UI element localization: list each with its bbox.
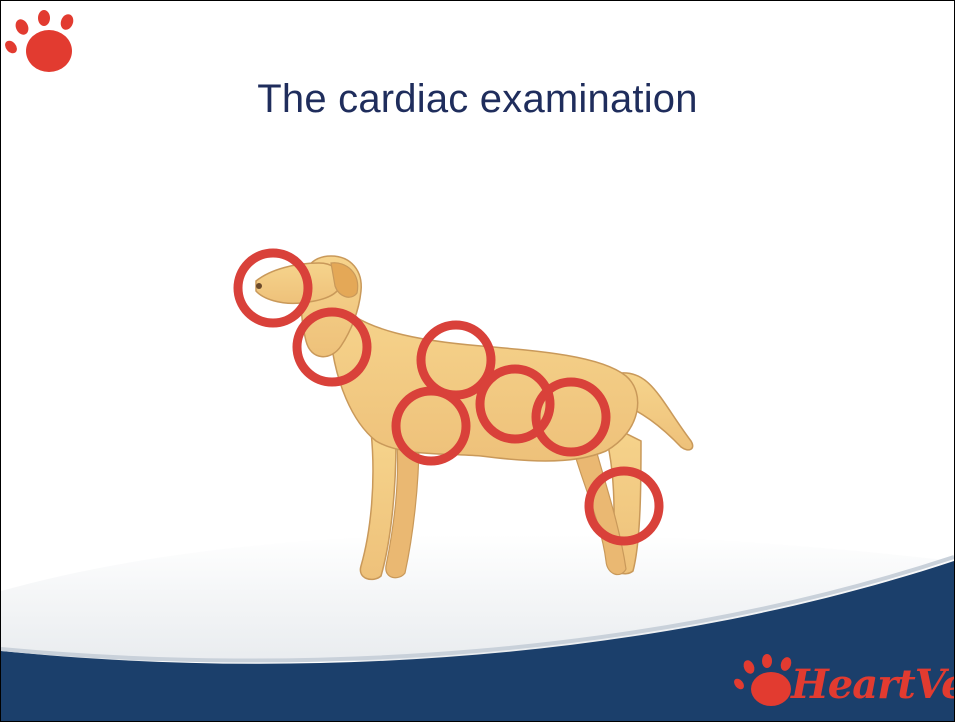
brand-logo-text: HeartVets bbox=[791, 661, 955, 708]
slide-title: The cardiac examination bbox=[1, 77, 954, 122]
dog-illustration bbox=[256, 256, 693, 579]
paw-print-icon bbox=[3, 10, 76, 72]
